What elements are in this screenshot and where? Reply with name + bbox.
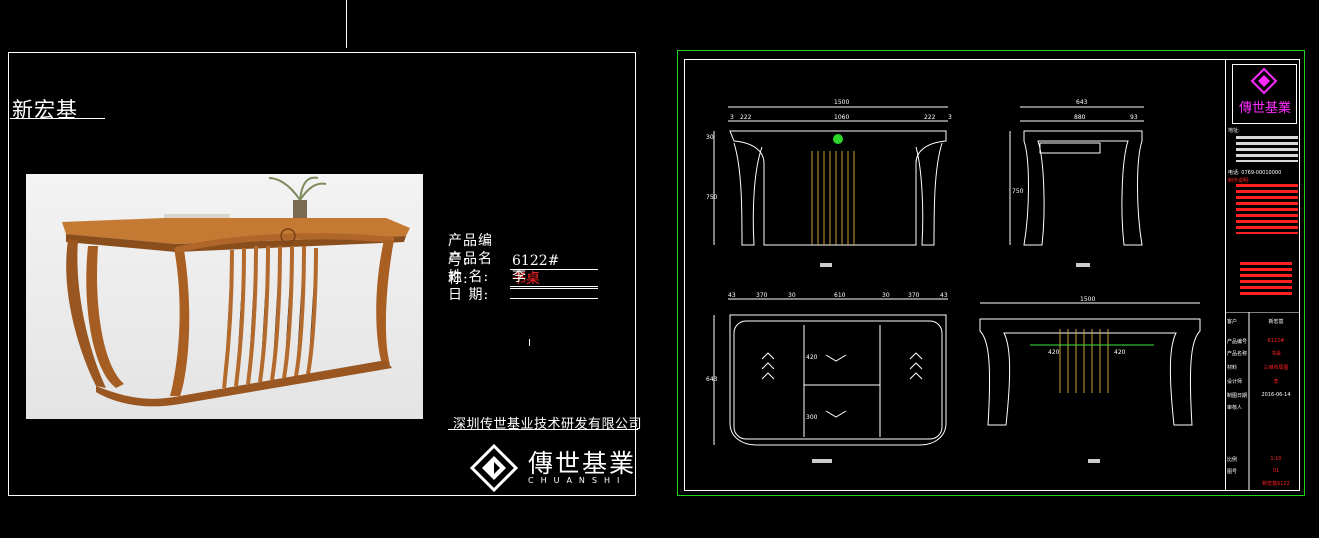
dim-plan-h1: 420 [806,354,818,361]
dim-plan-d: 610 [834,292,846,299]
dim-front-left: 222 [740,114,752,121]
tb-value: 01 [1272,468,1280,474]
cad-viewport-frame[interactable] [677,50,1305,496]
tb-label: 设计师 [1227,379,1243,385]
logo-text: 傳世基業 [528,449,637,478]
title-block-logo [1232,64,1297,124]
top-divider-line [346,0,347,48]
company-underline [448,429,638,430]
front-view [713,106,948,246]
dim-back-l: 420 [1048,349,1060,356]
dim-side-overall: 643 [1076,99,1088,106]
tb-value: 李 [1273,379,1279,385]
dim-front-right: 222 [924,114,936,121]
product-render-image [26,174,423,419]
brand-underline [10,118,105,119]
side-view [1009,106,1144,246]
drawing-border [684,59,1300,491]
tb-label: 材料 [1227,365,1238,371]
dim-plan-a: 43 [728,292,736,299]
tb-value: 新宏基6122 [1262,481,1290,487]
dim-plan-c: 30 [788,292,796,299]
title-block-logo-text: 傳世基業 [1238,101,1291,116]
dim-back-overall: 1500 [1080,296,1095,303]
dim-plan-g: 43 [940,292,948,299]
tb-value: 书桌 [1270,351,1281,357]
info-label: 日 期: [448,287,490,303]
cad-drawing-views: 1500 1060 222 222 3 3 30 750 643 880 93 … [706,99,1201,463]
left-sheet-frame [8,52,636,496]
warning-text-block [1240,262,1292,298]
tb-value: 三维布局图 [1263,365,1289,371]
info-value [510,298,598,299]
info-label: 姓 名: [448,269,490,285]
info-row-product-name: 产品名称: 书桌 [448,248,598,289]
origin-marker-icon [833,134,843,144]
info-label: 产品名称: [448,251,493,287]
dim-plan-e: 30 [882,292,890,299]
address-text-block [1236,136,1298,162]
title-block [1225,59,1300,491]
dim-plan-h2: 300 [806,414,818,421]
dim-front-overall: 1500 [834,99,849,106]
dim-plan-f: 370 [908,292,920,299]
note-label: 制作说明: [1228,178,1250,184]
info-value: 李 [510,266,598,287]
title-block-table [1225,311,1300,491]
info-value: 6122# [510,253,598,270]
dim-front-height: 750 [706,194,718,201]
dim-side-height: 750 [1012,188,1024,195]
chuanshi-logo-icon [469,443,519,493]
dim-plan-depth: 643 [706,376,718,383]
note-text-block [1236,184,1298,234]
tb-value: 2016-06-14 [1261,392,1291,398]
tb-value: 1:10 [1270,456,1282,462]
dim-side-inner: 880 [1074,114,1086,121]
tb-label: 产品编号 [1227,339,1248,345]
tb-label: 审核人 [1227,405,1243,411]
plan-view [713,298,948,446]
tb-value: 新宏基 [1268,319,1284,325]
back-view [979,302,1201,426]
tb-label: 制图日期 [1227,393,1248,399]
insertion-marker: I [528,338,531,349]
dim-back-r: 420 [1114,349,1126,356]
dim-side-edge: 93 [1130,114,1138,121]
info-row-product-code: 产品编号: 6122# [448,230,598,270]
info-row-date: 日 期: [448,284,598,303]
dim-front-edge-r: 3 [948,114,952,121]
dim-plan-b: 370 [756,292,768,299]
tb-label: 图号 [1227,469,1238,475]
address-label: 地址: [1228,128,1240,134]
info-value: 书桌 [510,268,598,289]
tb-label: 客户 [1227,319,1238,325]
dim-front-edge-l: 3 [730,114,734,121]
tb-label: 比例 [1227,457,1238,463]
dim-front-inner: 1060 [834,114,849,121]
tb-value: 6122# [1267,338,1285,344]
info-label: 产品编号: [448,233,493,269]
brand-title: 新宏基 [12,98,78,122]
dim-front-top: 30 [706,134,714,141]
tb-label: 产品名称 [1227,351,1248,357]
company-name: 深圳传世基业技术研发有限公司 [453,417,643,432]
phone-text: 电话: 0769-00010000 [1228,170,1282,176]
info-row-name: 姓 名: 李 [448,266,598,287]
logo-subtext: CHUANSHI [528,476,627,485]
